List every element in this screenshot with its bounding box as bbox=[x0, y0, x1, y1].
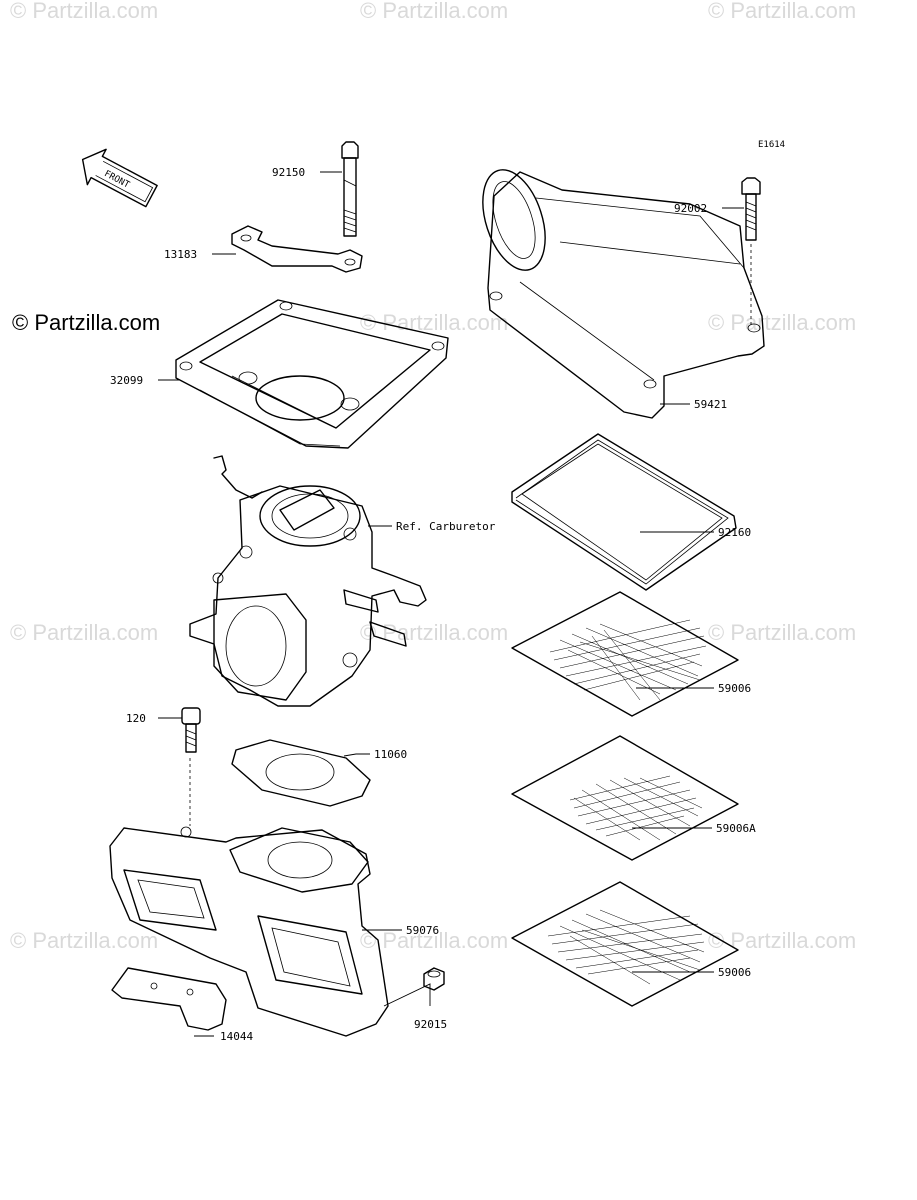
front-arrow-label: FRONT bbox=[102, 169, 131, 191]
watermark: © Partzilla.com bbox=[10, 928, 158, 953]
watermark: © Partzilla.com bbox=[708, 928, 856, 953]
callout-120: 120 bbox=[126, 712, 146, 725]
gasket-92160 bbox=[511, 433, 737, 591]
watermark: © Partzilla.com bbox=[10, 0, 158, 23]
brand-label: © Partzilla.com bbox=[12, 310, 160, 335]
air-box-base-32099 bbox=[175, 299, 449, 449]
watermark: © Partzilla.com bbox=[708, 0, 856, 23]
manifold-59076 bbox=[109, 826, 389, 1037]
screen-59006A bbox=[511, 735, 739, 861]
callout-59006-bottom: 59006 bbox=[718, 966, 751, 979]
air-cover-59421 bbox=[482, 169, 765, 419]
bolt-120 bbox=[181, 707, 201, 826]
watermark: © Partzilla.com bbox=[360, 620, 508, 645]
screen-59006-top bbox=[511, 591, 739, 717]
callout-92002: 92002 bbox=[674, 202, 707, 215]
bracket-13183 bbox=[231, 225, 363, 273]
callout-labels: 92150 13183 32099 Ref. Carburetor 120 11… bbox=[110, 166, 756, 1043]
nut-92015 bbox=[423, 967, 445, 991]
callout-92150: 92150 bbox=[272, 166, 305, 179]
watermark: © Partzilla.com bbox=[360, 0, 508, 23]
watermarks: © Partzilla.com © Partzilla.com © Partzi… bbox=[10, 0, 856, 953]
callout-59076: 59076 bbox=[406, 924, 439, 937]
front-arrow-icon: FRONT bbox=[81, 148, 158, 208]
watermark: © Partzilla.com bbox=[360, 928, 508, 953]
bracket-14044 bbox=[111, 967, 227, 1031]
gasket-11060 bbox=[231, 739, 371, 807]
watermark: © Partzilla.com bbox=[10, 620, 158, 645]
callout-32099: 32099 bbox=[110, 374, 143, 387]
screen-59006-bottom bbox=[511, 881, 739, 1007]
callout-92015: 92015 bbox=[414, 1018, 447, 1031]
callout-carburetor: Ref. Carburetor bbox=[396, 520, 496, 533]
callout-59421: 59421 bbox=[694, 398, 727, 411]
watermark: © Partzilla.com bbox=[708, 620, 856, 645]
diagram-id: E1614 bbox=[758, 140, 785, 150]
callout-59006A: 59006A bbox=[716, 822, 756, 835]
callout-13183: 13183 bbox=[164, 248, 197, 261]
watermark: © Partzilla.com bbox=[360, 310, 508, 335]
watermark: © Partzilla.com bbox=[708, 310, 856, 335]
bolt-92002 bbox=[741, 177, 761, 326]
callout-11060: 11060 bbox=[374, 748, 407, 761]
callout-59006-top: 59006 bbox=[718, 682, 751, 695]
callout-92160: 92160 bbox=[718, 526, 751, 539]
bolt-92150 bbox=[341, 141, 359, 237]
leader-lines bbox=[158, 171, 744, 1037]
carburetor bbox=[189, 455, 427, 707]
callout-14044: 14044 bbox=[220, 1030, 253, 1043]
